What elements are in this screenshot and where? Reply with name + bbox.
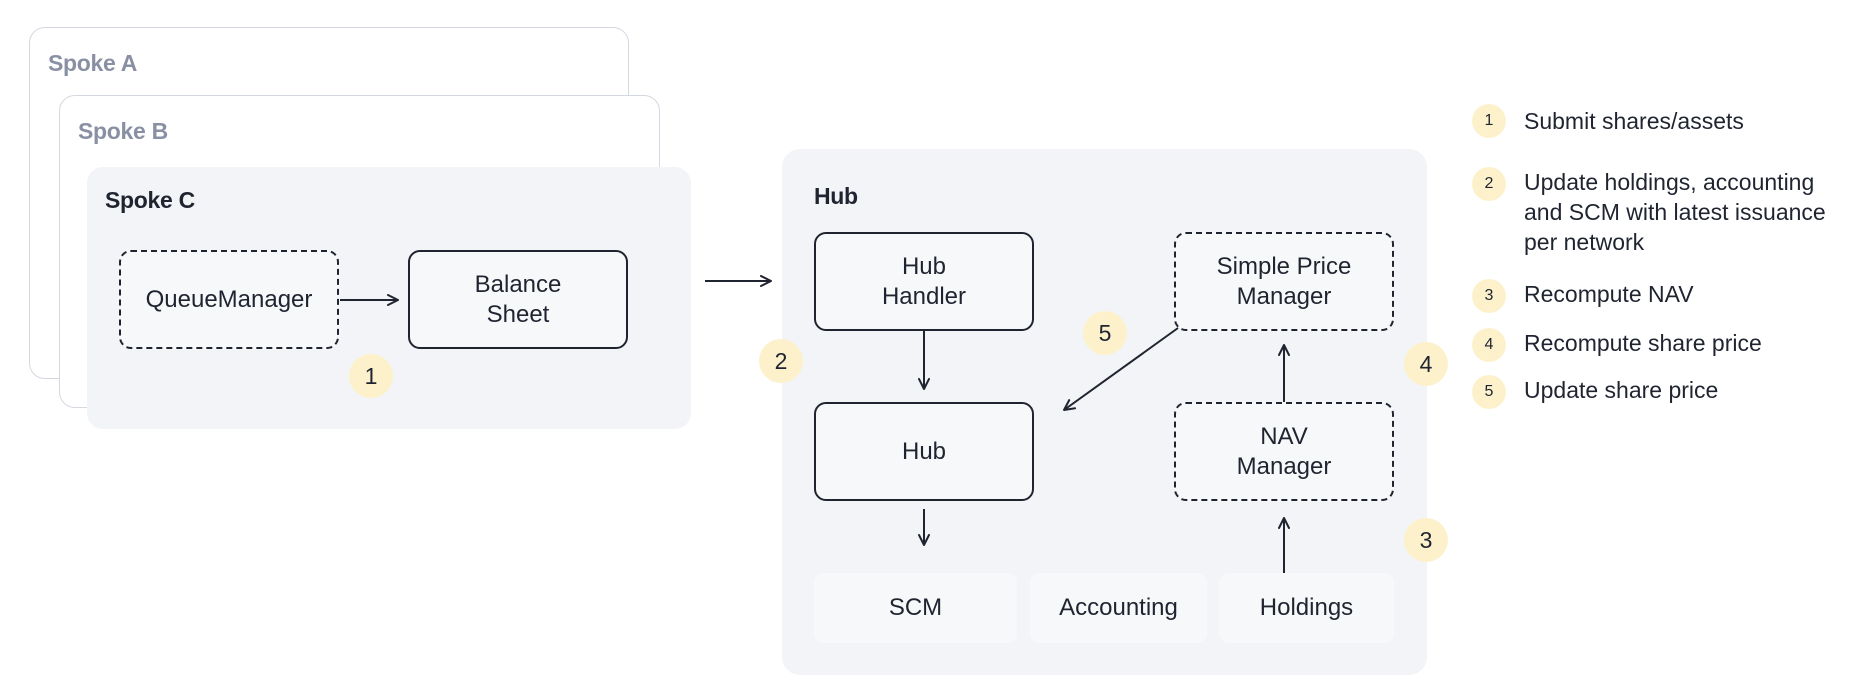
arrow-price-to-hub — [1063, 327, 1179, 411]
accounting-label: Accounting — [1059, 594, 1178, 621]
legend-badge-1: 1 — [1472, 104, 1506, 138]
legend-text-5: Update share price — [1524, 377, 1719, 403]
holdings-box: Holdings — [1219, 573, 1394, 643]
simple-price-manager-box: Simple Price Manager — [1174, 232, 1394, 331]
legend-badge-4: 4 — [1472, 328, 1506, 362]
hub-box: Hub — [814, 402, 1034, 501]
scm-label: SCM — [888, 594, 943, 621]
scm-box: SCM — [814, 573, 1017, 643]
queue-manager-box: QueueManager — [119, 250, 339, 349]
legend-badge-2: 2 — [1472, 167, 1506, 201]
legend: 1 Submit shares/assets 2 Update holdings… — [1472, 104, 1842, 424]
spoke-b-title: Spoke B — [78, 118, 168, 144]
spoke-a-title: Spoke A — [48, 50, 138, 76]
hub-handler-box: Hub Handler — [814, 232, 1034, 331]
step-badge-4: 4 — [1404, 342, 1448, 386]
hub-box-label: Hub — [901, 437, 947, 465]
step-badge-3: 3 — [1404, 518, 1448, 562]
simple-price-manager-label: Simple Price Manager — [1216, 252, 1352, 310]
nav-manager-label: NAV Manager — [1236, 422, 1332, 480]
balance-sheet-box: Balance Sheet — [408, 250, 628, 349]
nav-manager-box: NAV Manager — [1174, 402, 1394, 501]
hub-handler-label: Hub Handler — [881, 252, 967, 310]
step-badge-1: 1 — [349, 354, 393, 398]
balance-sheet-label: Balance Sheet — [474, 270, 562, 328]
spoke-c-title: Spoke C — [105, 187, 195, 213]
queue-manager-label: QueueManager — [145, 285, 313, 313]
legend-badge-3: 3 — [1472, 279, 1506, 313]
legend-text-4: Recompute share price — [1524, 330, 1762, 356]
legend-text-3: Recompute NAV — [1524, 281, 1694, 307]
hub-title: Hub — [814, 183, 858, 209]
accounting-box: Accounting — [1030, 573, 1207, 643]
legend-text-1: Submit shares/assets — [1524, 108, 1744, 134]
legend-text-2: Update holdings, accounting and SCM with… — [1524, 169, 1826, 255]
step-badge-2: 2 — [759, 339, 803, 383]
legend-badge-5: 5 — [1472, 375, 1506, 409]
step-badge-5: 5 — [1083, 311, 1127, 355]
holdings-label: Holdings — [1259, 594, 1354, 621]
